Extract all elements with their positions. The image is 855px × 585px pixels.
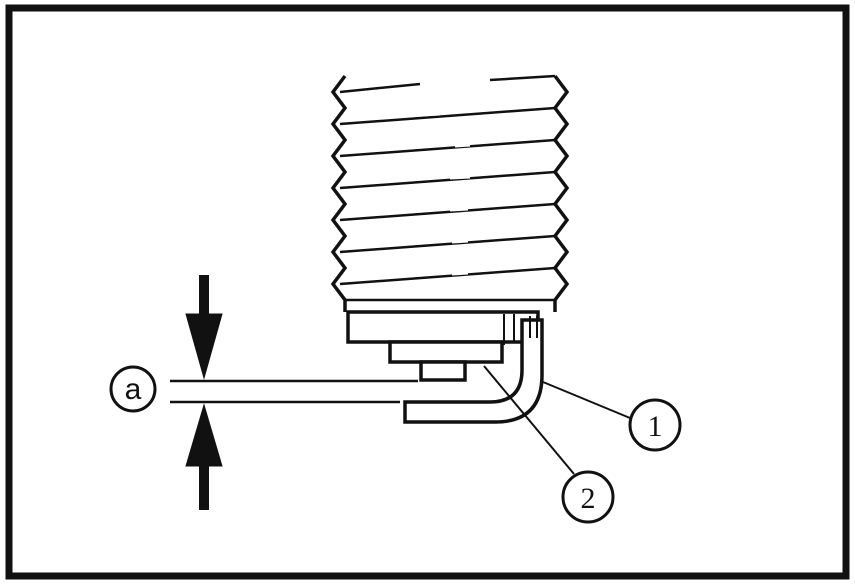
upper-arrowhead — [185, 313, 223, 380]
thread-left-edge — [330, 74, 348, 312]
dimension-label-a: a — [109, 365, 157, 413]
lower-arrowhead — [185, 403, 223, 467]
insulator — [388, 340, 504, 364]
thread-section — [330, 74, 570, 312]
gap-dimension-lines — [170, 379, 418, 404]
thread-right-edge — [552, 74, 570, 312]
center-electrode — [419, 360, 467, 382]
shell-base — [346, 310, 540, 344]
thread-lines — [339, 74, 556, 302]
dimension-label-text: a — [125, 373, 142, 406]
callout-1-leader — [542, 381, 631, 419]
callout-1: 1 — [628, 398, 682, 452]
callout-2: 2 — [561, 470, 615, 524]
dimension-arrows — [185, 275, 223, 510]
callout-2-leader — [483, 365, 575, 475]
thread-highlights — [419, 112, 471, 276]
callout-2-text: 2 — [581, 482, 596, 515]
electrode-detail-lines — [503, 314, 538, 345]
frame — [5, 4, 850, 580]
callout-1-text: 1 — [648, 410, 663, 443]
ground-electrode — [403, 318, 544, 424]
